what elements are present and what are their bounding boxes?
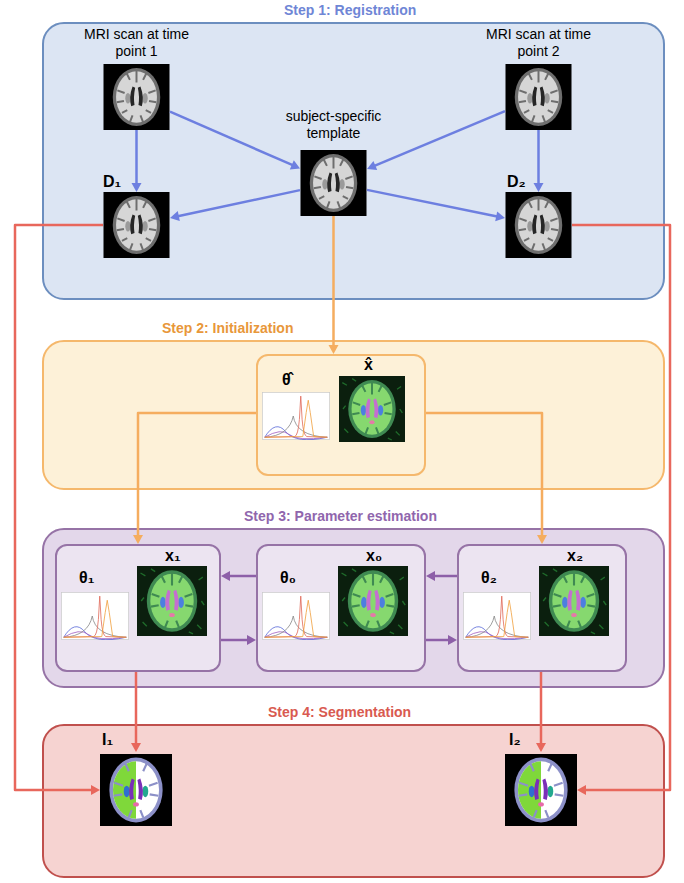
text-holder: x₂ xyxy=(567,546,583,565)
text-holder: θ₁ xyxy=(79,568,94,587)
segmentation-image xyxy=(539,566,609,636)
connector-line xyxy=(540,672,543,744)
text-holder: x₀ xyxy=(366,546,382,565)
image-label: MRI scan at time point 2 xyxy=(483,26,594,60)
text-holder: Step 1: Registration xyxy=(284,2,416,19)
text-holder: I₂ xyxy=(509,730,521,749)
connector xyxy=(15,225,103,795)
connector-line xyxy=(135,130,138,184)
step-title: Step 3: Parameter estimation xyxy=(244,508,437,525)
text-holder: θ₀ xyxy=(280,568,296,587)
text-holder: I₁ xyxy=(102,730,113,749)
connector-line xyxy=(572,225,670,790)
step-title: Step 1: Registration xyxy=(284,2,416,19)
image-symbol: D₂ xyxy=(507,172,526,191)
image-symbol: I₁ xyxy=(102,730,113,749)
registered-image xyxy=(104,192,170,258)
connector-line xyxy=(229,575,256,578)
parameter-symbol: x̂ xyxy=(364,355,373,374)
connector-line xyxy=(434,575,457,578)
segmentation-image xyxy=(339,376,405,442)
image-label: MRI scan at time point 1 xyxy=(81,26,192,60)
connector-line xyxy=(15,225,103,790)
text-holder: x₁ xyxy=(165,546,181,565)
text-holder: D₁ xyxy=(103,172,121,191)
parameter-symbol: x₁ xyxy=(165,546,181,565)
connector-line xyxy=(332,216,335,346)
parameter-symbol: θ₂ xyxy=(481,568,497,587)
text-holder: MRI scan at time point 2 xyxy=(483,26,594,60)
histogram-image xyxy=(463,592,530,639)
text-holder: MRI scan at time point 1 xyxy=(81,26,192,60)
histogram-image xyxy=(61,592,128,639)
mri-image xyxy=(506,64,572,130)
step-title: Step 4: Segmentation xyxy=(268,704,411,721)
text-holder: x̂ xyxy=(364,355,373,374)
label-map-image xyxy=(100,754,172,826)
template-image xyxy=(301,150,367,216)
text-holder: Step 4: Segmentation xyxy=(268,704,411,721)
parameter-symbol: θ₀ xyxy=(280,568,296,587)
parameter-symbol: θ₁ xyxy=(79,568,94,587)
histogram-image xyxy=(262,592,329,639)
connector-line xyxy=(135,672,138,744)
text-holder: Step 3: Parameter estimation xyxy=(244,508,437,525)
image-label: subject-specific template xyxy=(273,108,394,142)
step-title: Step 2: Initialization xyxy=(162,320,293,337)
parameter-symbol: x₀ xyxy=(366,546,382,565)
connector-line xyxy=(537,130,540,184)
segmentation-image xyxy=(338,566,408,636)
parameter-symbol: θ̂ xyxy=(282,370,291,389)
connector-line xyxy=(221,639,248,642)
segmentation-image xyxy=(137,566,207,636)
image-symbol: D₁ xyxy=(103,172,121,191)
connector-line xyxy=(426,639,449,642)
text-holder: D₂ xyxy=(507,172,526,191)
image-symbol: I₂ xyxy=(509,730,521,749)
mri-image xyxy=(104,64,170,130)
text-holder: subject-specific template xyxy=(273,108,394,142)
label-map-image xyxy=(505,754,577,826)
parameter-symbol: x₂ xyxy=(567,546,583,565)
registered-image xyxy=(506,192,572,258)
text-holder: θ₂ xyxy=(481,568,497,587)
text-holder: Step 2: Initialization xyxy=(162,320,293,337)
text-holder: θ̂ xyxy=(282,370,291,389)
connector xyxy=(572,225,670,795)
histogram-image xyxy=(262,392,329,439)
